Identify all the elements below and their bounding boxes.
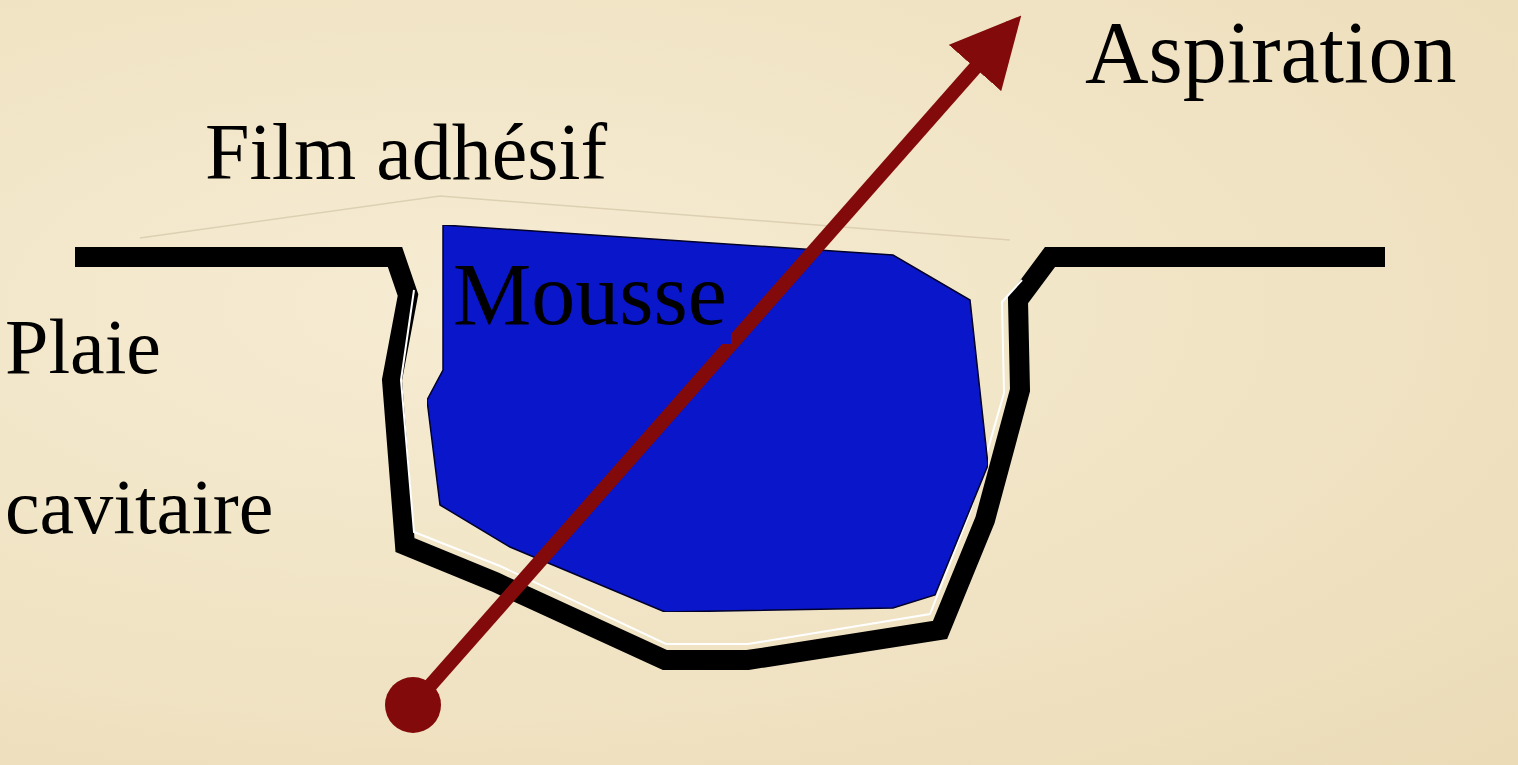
- wound-label: Plaie cavitaire: [5, 267, 325, 587]
- foam-dressing: Mousse: [427, 225, 988, 612]
- suction-label: Aspiration: [1085, 5, 1457, 102]
- foam-outline: [427, 225, 988, 612]
- suction-origin-dot: [385, 677, 441, 733]
- foam-label: Mousse: [449, 247, 731, 344]
- film-label: Film adhésif: [205, 108, 607, 196]
